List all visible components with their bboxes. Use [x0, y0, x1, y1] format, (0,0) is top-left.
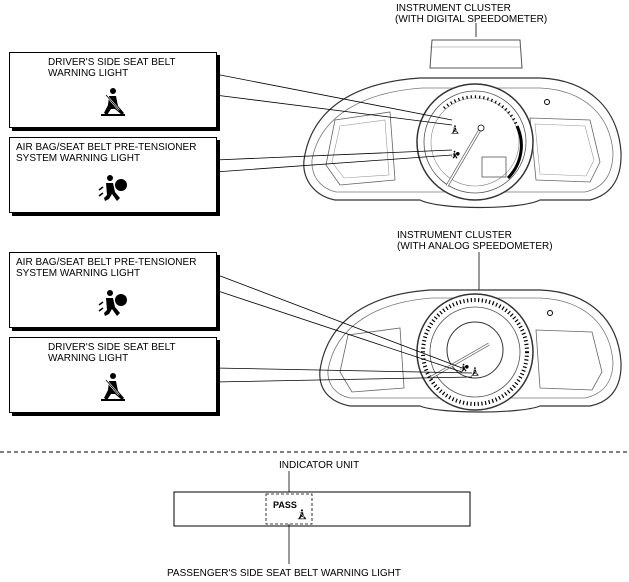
seat-belt-icon	[100, 87, 126, 116]
seat-belt-icon	[100, 372, 126, 401]
callout-airbag-top: AIR BAG/SEAT BELT PRE-TENSIONER SYSTEM W…	[9, 137, 217, 213]
instrument-cluster-analog: INSTRUMENT CLUSTER (WITH ANALOG SPEEDOME…	[319, 230, 622, 413]
callout-driver-belt-top: DRIVER'S SIDE SEAT BELT WARNING LIGHT	[9, 52, 217, 128]
passenger-light-highlight	[265, 493, 313, 525]
airbag-icon	[98, 174, 128, 202]
leader-lines-mid	[214, 273, 473, 383]
leader-lines-top	[214, 73, 453, 173]
indicator-unit: PASS INDICATOR UNIT PASSENGER'S SIDE SEA…	[167, 460, 471, 579]
cluster-analog-title-1: INSTRUMENT CLUSTER	[397, 230, 512, 241]
indicator-unit-title: INDICATOR UNIT	[279, 460, 359, 471]
pass-label: PASS	[273, 500, 297, 510]
callout-airbag-mid: AIR BAG/SEAT BELT PRE-TENSIONER SYSTEM W…	[9, 252, 217, 328]
instrument-cluster-digital: INSTRUMENT CLUSTER (WITH DIGITAL SPEEDOM…	[303, 3, 622, 209]
callout-line-1: DRIVER'S SIDE SEAT BELT	[48, 57, 176, 68]
callout-line-2: SYSTEM WARNING LIGHT	[16, 268, 141, 279]
callout-line-2: WARNING LIGHT	[48, 68, 129, 79]
callout-line-1: DRIVER'S SIDE SEAT BELT	[48, 342, 176, 353]
callout-line-2: SYSTEM WARNING LIGHT	[16, 153, 141, 164]
passenger-belt-caption: PASSENGER'S SIDE SEAT BELT WARNING LIGHT	[167, 568, 401, 579]
callout-line-2: WARNING LIGHT	[48, 353, 129, 364]
callout-line-1: AIR BAG/SEAT BELT PRE-TENSIONER	[16, 142, 197, 153]
cluster-analog-title-2: (WITH ANALOG SPEEDOMETER)	[397, 241, 553, 252]
airbag-icon	[98, 289, 128, 317]
callout-driver-belt-mid: DRIVER'S SIDE SEAT BELT WARNING LIGHT	[9, 337, 217, 413]
cluster-digital-title-2: (WITH DIGITAL SPEEDOMETER)	[395, 14, 547, 25]
cluster-digital-title-1: INSTRUMENT CLUSTER	[396, 3, 511, 14]
callout-line-1: AIR BAG/SEAT BELT PRE-TENSIONER	[16, 257, 197, 268]
